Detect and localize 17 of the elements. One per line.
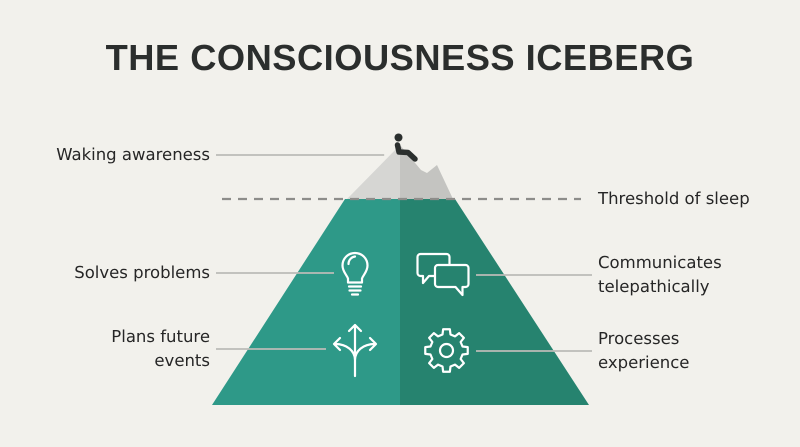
iceberg-tip — [347, 145, 453, 199]
speech-bubbles-icon — [416, 252, 470, 297]
annotation-text: Waking awareness — [55, 143, 210, 167]
leader-line — [216, 348, 326, 350]
leader-line — [476, 350, 592, 352]
lightbulb-icon — [340, 251, 370, 297]
annotation-text: Processes experience — [598, 327, 691, 375]
leader-line — [216, 272, 334, 274]
gear-icon — [423, 327, 470, 374]
branching-arrows-icon — [332, 322, 378, 378]
annotation-text: Plans future events — [110, 325, 210, 373]
leader-line — [216, 154, 384, 156]
annotation-text: Communicates telepathically — [598, 251, 723, 299]
leader-line — [476, 274, 592, 276]
threshold-label: Threshold of sleep — [598, 188, 751, 210]
title: THE CONSCIOUSNESS ICEBERG — [106, 37, 694, 79]
annotation-text: Solves problems — [73, 261, 210, 285]
